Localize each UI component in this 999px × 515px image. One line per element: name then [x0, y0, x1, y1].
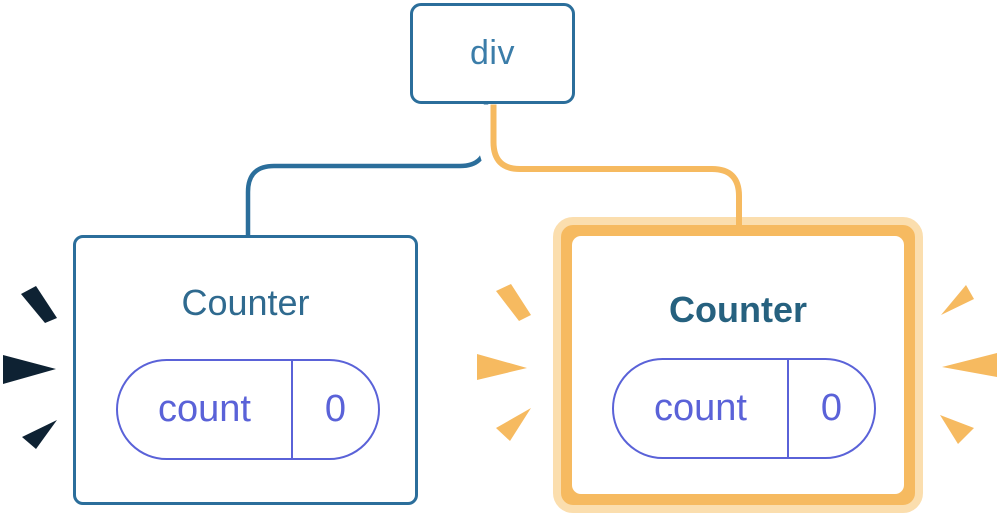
edge-casing-white: [478, 104, 754, 217]
counter-node-right-highlighted: Counter count 0: [553, 217, 923, 513]
spark-middle-icon: [3, 355, 56, 384]
spark-top-icon: [941, 285, 974, 315]
burst-spark-icon-dark: [3, 286, 57, 449]
div-node-label: div: [470, 34, 515, 72]
state-pill: count 0: [116, 359, 380, 460]
spark-middle-icon: [942, 353, 997, 377]
burst-spark-icon-orange: [477, 284, 531, 441]
counter-title: Counter: [181, 282, 310, 323]
burst-spark-icon-orange: [940, 285, 997, 444]
state-name: count: [614, 360, 789, 457]
state-value: 0: [324, 388, 347, 430]
state-value: 0: [820, 387, 843, 429]
spark-top-icon: [496, 284, 531, 321]
edge-div-to-left-counter: [245, 104, 489, 238]
spark-top-icon: [21, 286, 57, 323]
spark-bottom-icon: [22, 420, 57, 449]
tree-node-div: div: [410, 3, 575, 104]
edge-div-to-right-counter: [490, 104, 742, 232]
state-pill: count 0: [612, 358, 876, 459]
state-name: count: [118, 361, 293, 458]
counter-title: Counter: [669, 289, 807, 330]
spark-bottom-icon: [496, 408, 531, 441]
spark-bottom-icon: [940, 415, 974, 444]
counter-node-left: Counter count 0: [73, 235, 418, 505]
spark-middle-icon: [477, 354, 527, 380]
